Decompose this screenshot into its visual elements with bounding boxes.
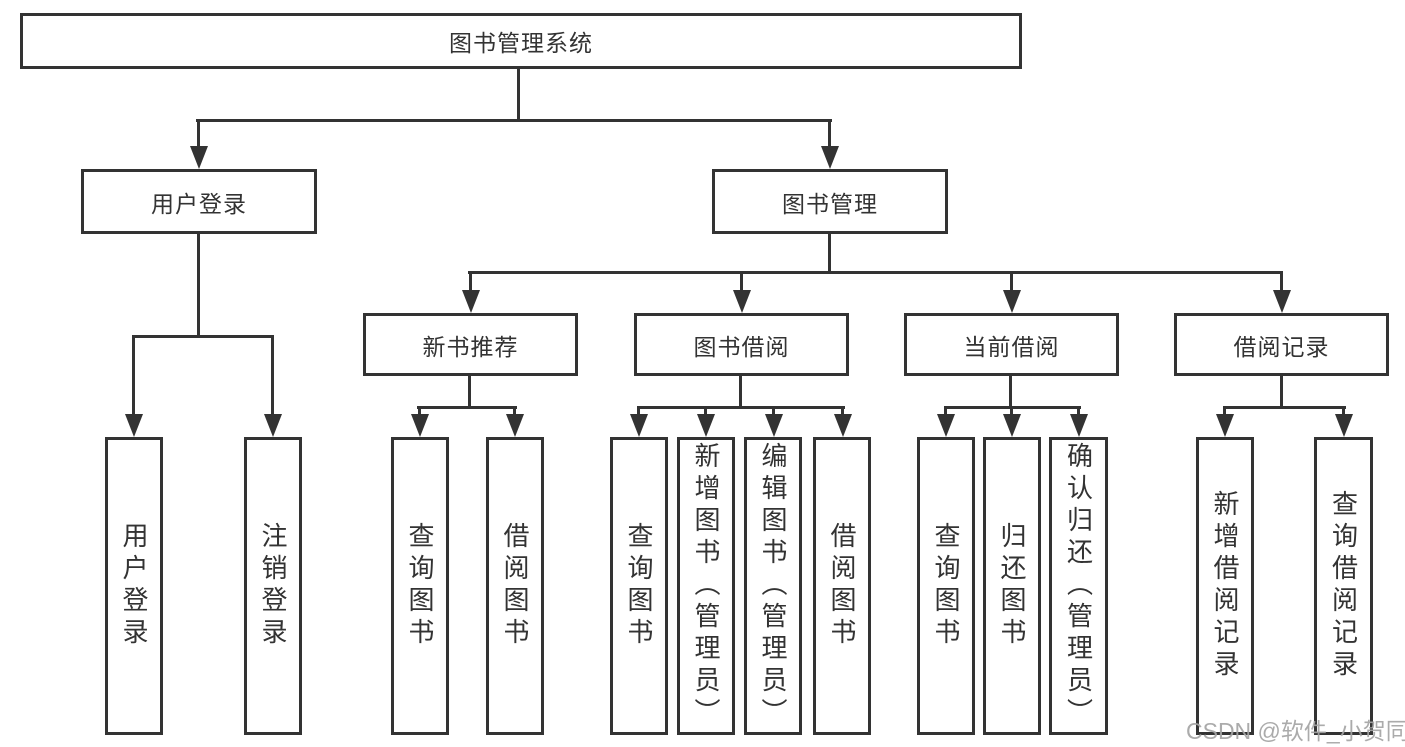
connector-arrowhead (1003, 414, 1021, 437)
leaf-query-borrow-record: 查询借阅记录 (1314, 437, 1373, 735)
connector-arrowhead (1003, 290, 1021, 313)
leaf-add-books-admin: 新增图书（管理员） (677, 437, 735, 735)
connector-arrowhead (697, 414, 715, 437)
leaf-borrow-books-recommend: 借阅图书 (486, 437, 544, 735)
connector-line (772, 406, 775, 416)
connector-line (469, 271, 472, 291)
connector-arrowhead (821, 146, 839, 169)
connector-line (1010, 271, 1013, 291)
node-borrow-records: 借阅记录 (1174, 313, 1389, 376)
connector-arrowhead (1273, 290, 1291, 313)
leaf-confirm-return-admin: 确认归还（管理员） (1049, 437, 1108, 735)
connector-line (637, 406, 640, 416)
leaf-query-books-current: 查询图书 (917, 437, 975, 735)
connector-line (944, 406, 947, 416)
leaf-add-borrow-record: 新增借阅记录 (1196, 437, 1254, 735)
leaf-borrow-books: 借阅图书 (813, 437, 871, 735)
connector-line (739, 376, 742, 406)
connector-line (132, 335, 135, 415)
leaf-query-books-borrow: 查询图书 (610, 437, 668, 735)
connector-arrowhead (937, 414, 955, 437)
connector-arrowhead (264, 414, 282, 437)
connector-arrowhead (765, 414, 783, 437)
connector-line (1342, 406, 1345, 416)
connector-arrowhead (411, 414, 429, 437)
connector-arrowhead (630, 414, 648, 437)
connector-arrowhead (190, 146, 208, 169)
connector-line (271, 335, 274, 415)
connector-arrowhead (1070, 414, 1088, 437)
connector-arrowhead (733, 290, 751, 313)
connector-line (468, 376, 471, 406)
node-book-management: 图书管理 (712, 169, 948, 234)
connector-line (828, 119, 831, 148)
node-new-book-recommend: 新书推荐 (363, 313, 578, 376)
connector-line (841, 406, 844, 416)
leaf-logout: 注销登录 (244, 437, 302, 735)
connector-line (704, 406, 707, 416)
connector-arrowhead (834, 414, 852, 437)
connector-arrowhead (506, 414, 524, 437)
connector-line (1280, 376, 1283, 406)
connector-line (1010, 406, 1013, 416)
connector-line (197, 119, 200, 148)
connector-line (196, 119, 832, 122)
connector-line (1223, 406, 1226, 416)
node-user-login: 用户登录 (81, 169, 317, 234)
connector-line (1077, 406, 1080, 416)
connector-line (517, 69, 520, 119)
connector-line (418, 406, 421, 416)
connector-line (740, 271, 743, 291)
node-book-borrow: 图书借阅 (634, 313, 849, 376)
connector-line (637, 406, 845, 409)
connector-line (468, 271, 1283, 274)
connector-arrowhead (1335, 414, 1353, 437)
connector-line (828, 234, 831, 271)
leaf-edit-books-admin: 编辑图书（管理员） (744, 437, 802, 735)
connector-line (1280, 271, 1283, 291)
connector-arrowhead (462, 290, 480, 313)
connector-arrowhead (1216, 414, 1234, 437)
connector-line (132, 335, 274, 338)
leaf-query-books-recommend: 查询图书 (391, 437, 449, 735)
connector-line (513, 406, 516, 416)
connector-line (417, 406, 517, 409)
connector-arrowhead (125, 414, 143, 437)
csdn-watermark: CSDN @软件_小贺同学 (1186, 718, 1405, 744)
leaf-return-books: 归还图书 (983, 437, 1041, 735)
connector-line (197, 234, 200, 335)
leaf-user-login: 用户登录 (105, 437, 163, 735)
node-current-borrow: 当前借阅 (904, 313, 1119, 376)
node-root: 图书管理系统 (20, 13, 1022, 69)
connector-line (1223, 406, 1346, 409)
connector-line (1009, 376, 1012, 406)
